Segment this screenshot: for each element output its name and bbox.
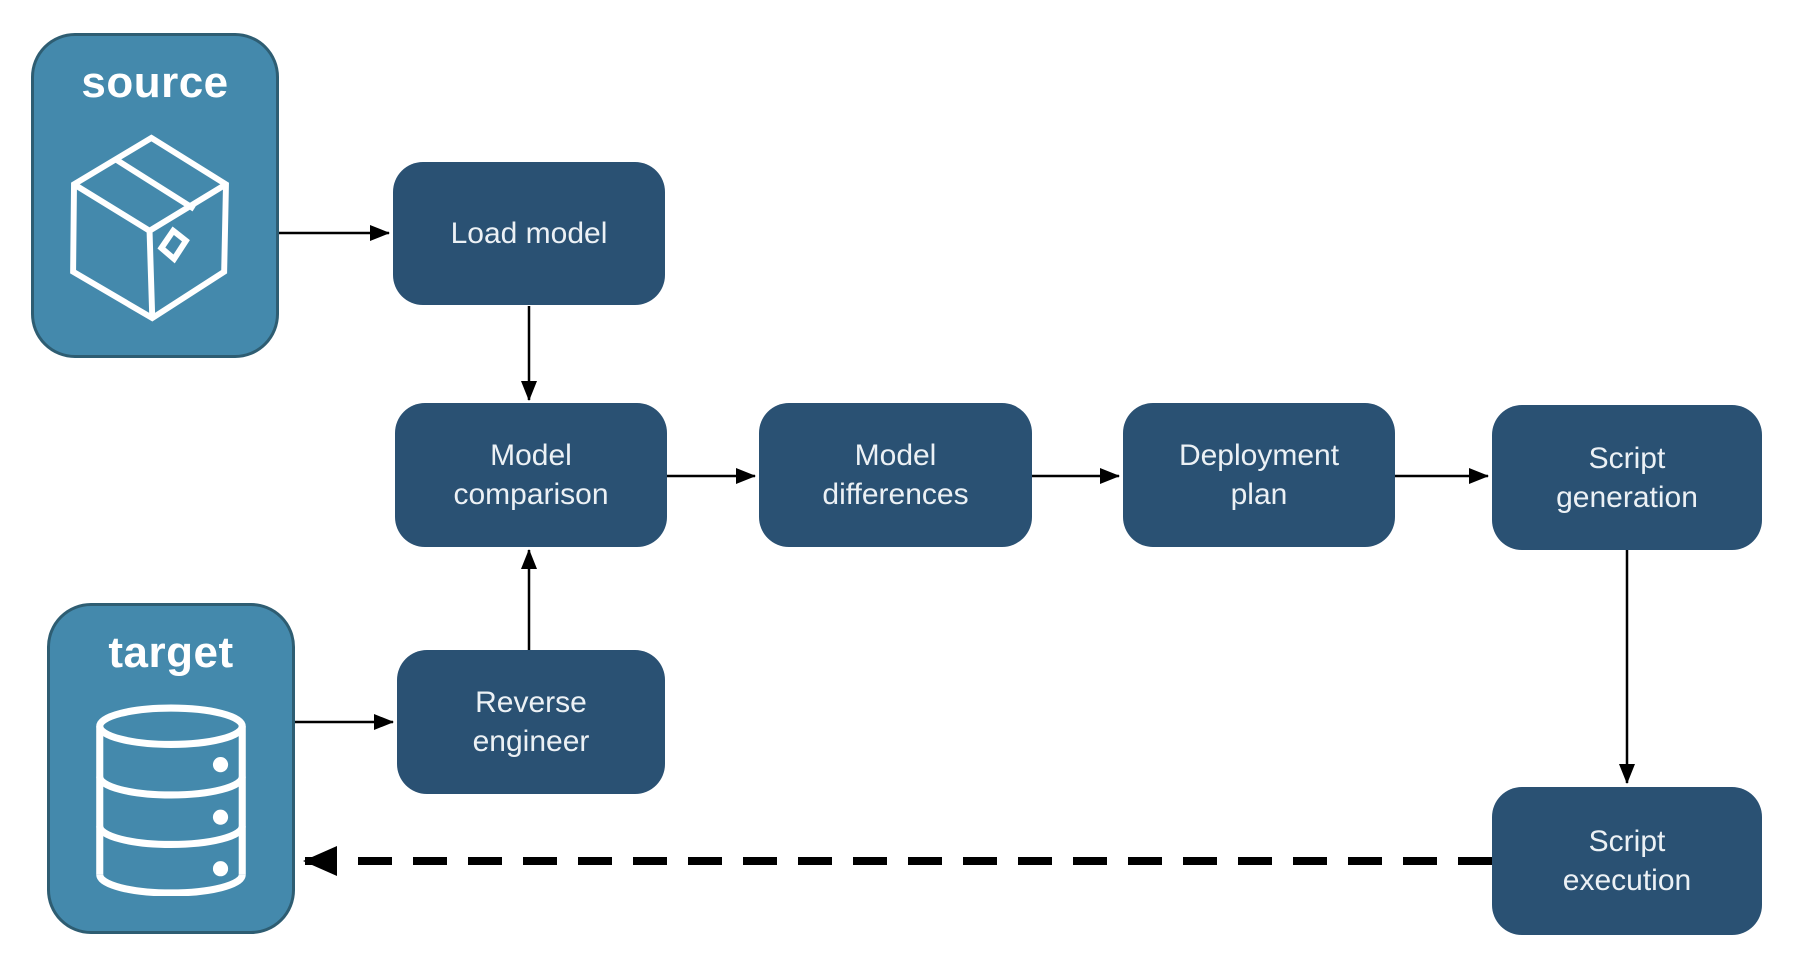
entity-source: source — [31, 33, 279, 358]
node-load-model-label: Load model — [450, 217, 608, 250]
node-script-execution: Script execution — [1492, 787, 1762, 935]
node-deployment-plan: Deployment plan — [1123, 403, 1395, 547]
node-load-model: Load model — [393, 162, 665, 305]
node-model-differences: Model differences — [759, 403, 1032, 547]
node-reverse-engineer: Reverse engineer — [397, 650, 665, 794]
node-reverse-engineer-label: Reverse engineer — [472, 686, 590, 758]
node-script-generation: Script generation — [1492, 405, 1762, 550]
node-model-comparison: Model comparison — [395, 403, 667, 547]
node-script-execution-label: Script execution — [1562, 825, 1692, 897]
node-model-comparison-label: Model comparison — [453, 439, 609, 511]
package-icon — [70, 134, 229, 322]
entity-target-label: target — [108, 628, 234, 677]
entity-target: target — [47, 603, 295, 934]
node-script-generation-label: Script generation — [1556, 441, 1698, 514]
entity-source-label: source — [81, 58, 229, 107]
node-deployment-plan-label: Deployment plan — [1178, 439, 1340, 511]
database-icon — [96, 704, 246, 896]
node-model-differences-label: Model differences — [822, 439, 969, 511]
